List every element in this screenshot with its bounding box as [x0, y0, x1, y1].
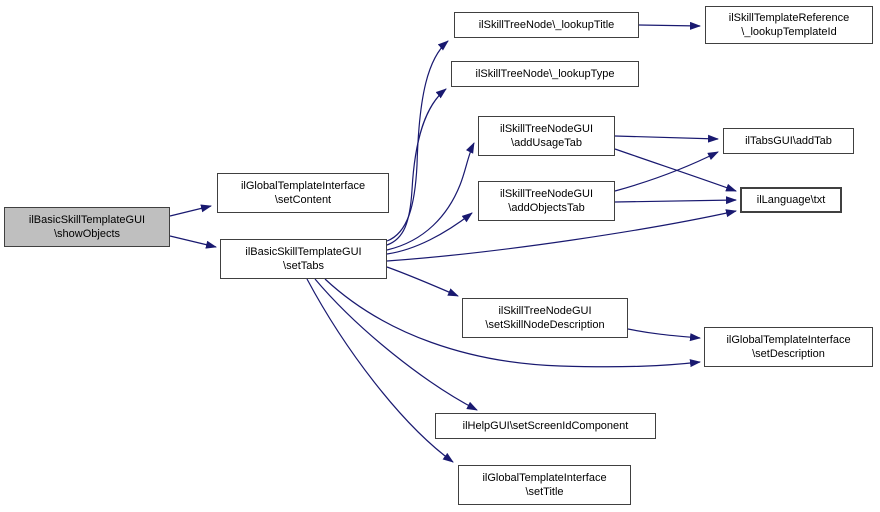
node-label: ilSkillTreeNodeGUI	[499, 123, 594, 135]
node-label: \setDescription	[752, 348, 825, 360]
edge-addObjectsTab-txt	[614, 196, 737, 205]
node-label: ilGlobalTemplateInterface	[240, 180, 366, 192]
edge-setTabs-setTitle	[306, 278, 454, 463]
node-label: \setTitle	[525, 486, 564, 498]
node-label: \addObjectsTab	[508, 202, 585, 214]
edge-setTabs-lookupTitle	[386, 40, 449, 242]
edge-setTabs-setDescription	[324, 278, 701, 368]
node-ilSkillTreeNodeGUI-addObjectsTab[interactable]: ilSkillTreeNodeGUI \addObjectsTab	[478, 181, 615, 221]
node-label: ilGlobalTemplateInterface	[726, 334, 851, 346]
node-label: ilSkillTreeNodeGUI	[498, 305, 592, 317]
node-label: \setSkillNodeDescription	[485, 319, 605, 331]
node-ilSkillTemplateReference-lookupTemplateId[interactable]: ilSkillTemplateReference \_lookupTemplat…	[705, 6, 873, 44]
node-label: ilBasicSkillTemplateGUI	[245, 246, 362, 258]
edge-setTabs-setSkillNodeDescription	[386, 266, 459, 297]
node-ilGlobalTemplateInterface-setDescription[interactable]: ilGlobalTemplateInterface \setDescriptio…	[704, 327, 873, 367]
edge-setTabs-lookupType	[386, 88, 447, 246]
edge-setTabs-setScreenIdComponent	[314, 278, 478, 411]
node-ilTabsGUI-addTab[interactable]: ilTabsGUI\addTab	[723, 128, 854, 154]
node-label: ilGlobalTemplateInterface	[482, 472, 607, 484]
node-label: \addUsageTab	[511, 137, 582, 149]
node-ilBasicSkillTemplateGUI-setTabs[interactable]: ilBasicSkillTemplateGUI \setTabs	[220, 239, 387, 279]
node-ilBasicSkillTemplateGUI-showObjects: ilBasicSkillTemplateGUI \showObjects	[4, 207, 170, 247]
node-label: \showObjects	[53, 228, 121, 240]
node-label: ilSkillTemplateReference	[728, 12, 850, 24]
edge-showObjects-setTabs	[169, 235, 217, 249]
edge-addUsageTab-txt	[614, 148, 737, 192]
node-label: ilLanguage\txt	[756, 194, 826, 206]
node-label: \_lookupTemplateId	[741, 26, 837, 38]
node-label: ilSkillTreeNode\_lookupType	[475, 68, 615, 80]
node-ilLanguage-txt[interactable]: ilLanguage\txt	[740, 187, 842, 213]
node-ilSkillTreeNodeGUI-addUsageTab[interactable]: ilSkillTreeNodeGUI \addUsageTab	[478, 116, 615, 156]
edge-setTabs-addObjectsTab	[386, 212, 473, 255]
node-ilSkillTreeNode-lookupTitle[interactable]: ilSkillTreeNode\_lookupTitle	[454, 12, 639, 38]
node-label: ilSkillTreeNode\_lookupTitle	[478, 19, 615, 31]
edge-showObjects-setContent	[169, 204, 212, 217]
edge-lookupTitle-lookupTemplateId	[638, 21, 701, 30]
node-ilSkillTreeNodeGUI-setSkillNodeDescription[interactable]: ilSkillTreeNodeGUI \setSkillNodeDescript…	[462, 298, 628, 338]
node-ilHelpGUI-setScreenIdComponent[interactable]: ilHelpGUI\setScreenIdComponent	[435, 413, 656, 439]
edge-setTabs-addUsageTab	[386, 142, 475, 251]
edge-addUsageTab-addTab	[614, 134, 719, 143]
node-label: \setTabs	[283, 260, 324, 272]
node-label: ilTabsGUI\addTab	[745, 135, 832, 147]
edge-setTabs-txt	[386, 209, 737, 262]
node-ilSkillTreeNode-lookupType[interactable]: ilSkillTreeNode\_lookupType	[451, 61, 639, 87]
node-ilGlobalTemplateInterface-setContent[interactable]: ilGlobalTemplateInterface \setContent	[217, 173, 389, 213]
edge-addObjectsTab-addTab	[614, 151, 719, 192]
node-label: ilSkillTreeNodeGUI	[499, 188, 594, 200]
node-ilGlobalTemplateInterface-setTitle[interactable]: ilGlobalTemplateInterface \setTitle	[458, 465, 631, 505]
node-label: \setContent	[274, 194, 332, 206]
edge-setSkillNodeDescription-setDescription	[627, 328, 701, 342]
node-label: ilBasicSkillTemplateGUI	[28, 214, 146, 226]
node-label: ilHelpGUI\setScreenIdComponent	[462, 420, 629, 432]
